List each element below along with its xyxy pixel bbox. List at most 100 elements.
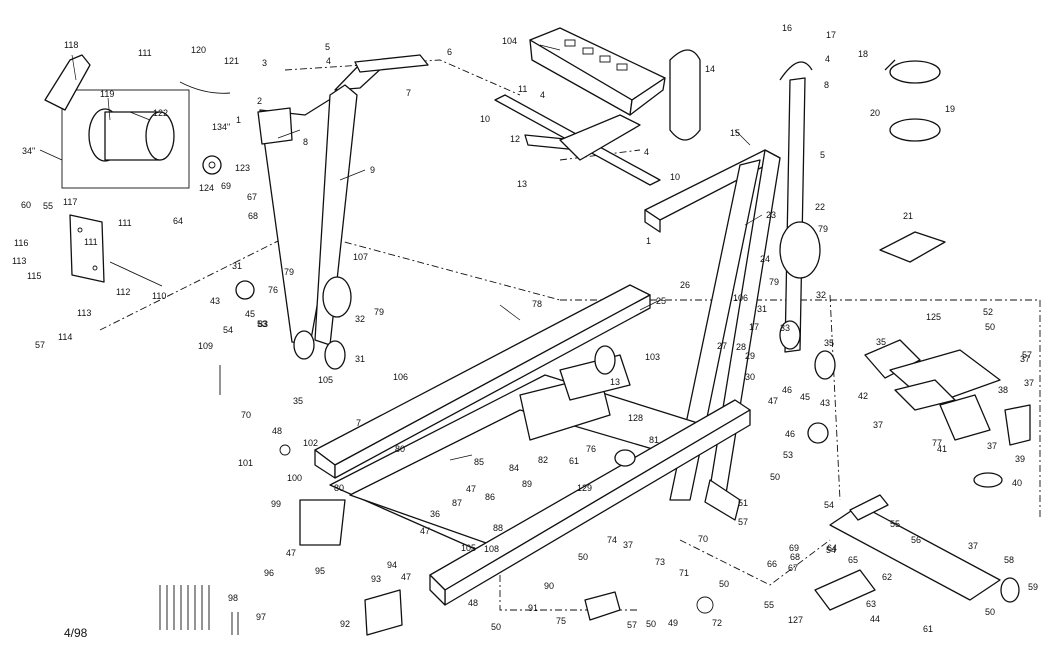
callout-79a: 79 <box>284 267 294 277</box>
callout-58: 58 <box>1004 555 1014 565</box>
callout-35b: 35 <box>824 338 834 348</box>
callout-92: 92 <box>340 619 350 629</box>
callout-1b: 1 <box>646 236 651 246</box>
callout-86: 86 <box>485 492 495 502</box>
callout-57a: 57 <box>1022 350 1032 360</box>
callout-102: 102 <box>303 438 318 448</box>
callout-72: 72 <box>712 618 722 628</box>
callout-77: 77 <box>932 438 942 448</box>
callout-60: 60 <box>21 200 31 210</box>
console <box>529 27 701 141</box>
callout-34: 34" <box>22 146 35 156</box>
callout-57c: 57 <box>738 517 748 527</box>
callout-37c: 37 <box>987 441 997 451</box>
callout-121: 121 <box>224 56 239 66</box>
callout-96: 96 <box>264 568 274 578</box>
callout-70b: 70 <box>698 534 708 544</box>
callout-64b: 64 <box>827 543 837 553</box>
callout-24: 24 <box>760 254 770 264</box>
right-upright-frame <box>644 61 836 501</box>
callout-59: 59 <box>1028 582 1038 592</box>
callout-53b: 53 <box>783 450 793 460</box>
callout-50c: 50 <box>578 552 588 562</box>
callout-129: 129 <box>577 483 592 493</box>
callout-13b: 13 <box>610 377 620 387</box>
callout-35a: 35 <box>293 396 303 406</box>
callout-94: 94 <box>387 560 397 570</box>
callout-124: 124 <box>199 183 214 193</box>
leader-lines <box>39 44 763 461</box>
callout-134: 134" <box>212 122 230 132</box>
callout-4a: 4 <box>326 56 331 66</box>
callout-97: 97 <box>256 612 266 622</box>
callout-116: 116 <box>14 238 28 248</box>
callout-89: 89 <box>522 479 532 489</box>
callout-82: 82 <box>538 455 548 465</box>
callout-81: 81 <box>649 435 659 445</box>
callout-20: 20 <box>870 108 880 118</box>
callout-47b: 47 <box>466 484 476 494</box>
callout-104: 104 <box>502 36 517 46</box>
callout-114: 114 <box>58 332 72 342</box>
callout-108: 108 <box>484 544 499 554</box>
motor-mount-plate <box>864 339 1031 488</box>
callout-123: 123 <box>235 163 250 173</box>
callout-50e: 50 <box>491 622 501 632</box>
callout-27: 27 <box>717 341 727 351</box>
callout-103: 103 <box>645 352 660 362</box>
callout-21: 21 <box>903 211 913 221</box>
callout-76b: 76 <box>586 444 596 454</box>
callout-47c: 47 <box>420 526 430 536</box>
callout-83: 83 <box>258 319 268 329</box>
callout-54b: 54 <box>824 500 834 510</box>
callout-45b: 45 <box>800 392 810 402</box>
callout-113b: 113 <box>77 308 91 318</box>
callout-75: 75 <box>556 616 566 626</box>
callout-32a: 32 <box>355 314 365 324</box>
callout-55b: 55 <box>890 519 900 529</box>
lift-motor-bracket <box>519 345 636 467</box>
callout-19: 19 <box>945 104 955 114</box>
date-code: 4/98 <box>64 626 88 640</box>
callout-41: 41 <box>937 444 947 454</box>
callout-69b: 69 <box>789 543 799 553</box>
callout-74: 74 <box>607 535 617 545</box>
callout-79c: 79 <box>818 224 828 234</box>
callout-55a: 55 <box>43 201 53 211</box>
callout-15: 15 <box>730 128 740 138</box>
callout-105a: 105 <box>318 375 333 385</box>
callout-11a: 11 <box>518 84 527 94</box>
callout-35c: 35 <box>876 337 886 347</box>
callout-68b: 68 <box>790 552 800 562</box>
callout-23: 23 <box>766 210 776 220</box>
callout-88: 88 <box>493 523 503 533</box>
callout-90: 90 <box>544 581 554 591</box>
callout-68a: 68 <box>248 211 258 221</box>
callout-57d: 57 <box>627 620 637 630</box>
callout-64a: 64 <box>173 216 183 226</box>
callout-17b: 17 <box>749 322 759 332</box>
callout-119: 119 <box>100 89 114 99</box>
callout-1a: 1 <box>236 115 241 125</box>
callout-37e: 37 <box>623 540 633 550</box>
callout-25: 25 <box>656 296 666 306</box>
callout-125: 125 <box>926 312 941 322</box>
callout-47e: 47 <box>401 572 411 582</box>
callout-48a: 48 <box>272 426 282 436</box>
callout-57b: 57 <box>35 340 45 350</box>
callout-73: 73 <box>655 557 665 567</box>
callout-45a: 45 <box>245 309 255 319</box>
console-crossbars <box>494 94 661 186</box>
deck-and-rails <box>299 284 751 636</box>
callout-98: 98 <box>228 593 238 603</box>
callout-10a: 10 <box>480 114 490 124</box>
callout-13a: 13 <box>517 179 527 189</box>
callout-80b: 80 <box>334 483 344 493</box>
callout-17a: 17 <box>826 30 836 40</box>
belts <box>889 60 941 142</box>
callout-63: 63 <box>866 599 876 609</box>
callout-56: 56 <box>911 535 921 545</box>
callout-49: 49 <box>668 618 678 628</box>
callout-109: 109 <box>198 341 213 351</box>
